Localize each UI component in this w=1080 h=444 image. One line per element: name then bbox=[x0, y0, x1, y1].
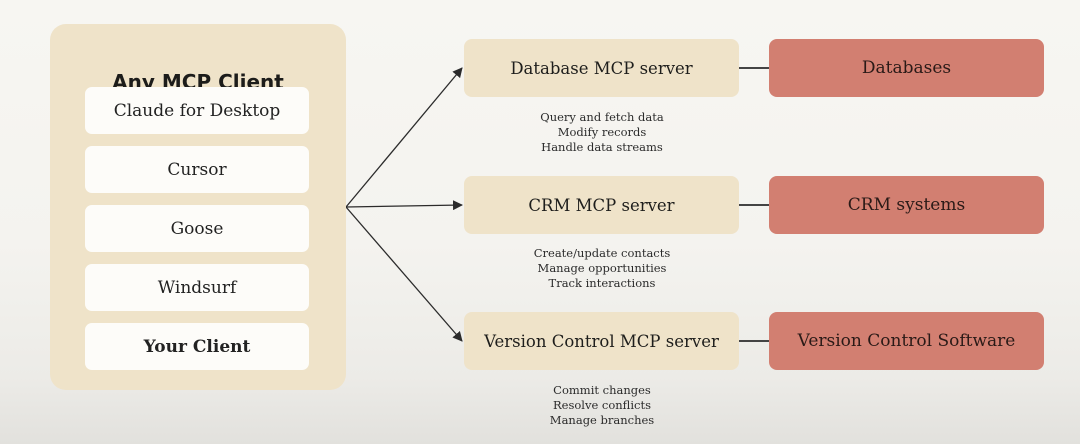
capability-text: Manage branches bbox=[549, 413, 655, 427]
capability-text: Handle data streams bbox=[541, 140, 663, 154]
any-mcp-client-panel: Any MCP Client Claude for Desktop Cursor… bbox=[50, 24, 346, 390]
version-control-software-box[interactable]: Version Control Software bbox=[769, 312, 1044, 370]
version-control-capabilities: Commit changes Resolve conflicts Manage … bbox=[502, 383, 702, 428]
capability-text: Query and fetch data bbox=[540, 110, 664, 124]
version-control-mcp-server-box[interactable]: Version Control MCP server bbox=[464, 312, 739, 370]
arrow-to-version-control-server bbox=[345, 206, 463, 342]
databases-box[interactable]: Databases bbox=[769, 39, 1044, 97]
crm-capabilities: Create/update contacts Manage opportunit… bbox=[502, 246, 702, 291]
capability-text: Modify records bbox=[557, 125, 647, 139]
crm-mcp-server-box[interactable]: CRM MCP server bbox=[464, 176, 739, 234]
client-item-windsurf[interactable]: Windsurf bbox=[85, 264, 309, 311]
capability-text: Commit changes bbox=[553, 383, 651, 397]
client-item-cursor[interactable]: Cursor bbox=[85, 146, 309, 193]
crm-connector-line bbox=[739, 204, 769, 206]
database-mcp-server-box[interactable]: Database MCP server bbox=[464, 39, 739, 97]
version-control-connector-line bbox=[739, 340, 769, 342]
capability-text: Create/update contacts bbox=[533, 246, 671, 260]
arrow-to-database-server bbox=[345, 67, 463, 208]
crm-systems-box[interactable]: CRM systems bbox=[769, 176, 1044, 234]
client-item-goose[interactable]: Goose bbox=[85, 205, 309, 252]
client-item-your-client[interactable]: Your Client bbox=[85, 323, 309, 370]
arrow-to-crm-server bbox=[345, 200, 463, 211]
capability-text: Resolve conflicts bbox=[552, 398, 651, 412]
database-connector-line bbox=[739, 67, 769, 69]
client-item-claude-for-desktop[interactable]: Claude for Desktop bbox=[85, 87, 309, 134]
capability-text: Track interactions bbox=[548, 276, 656, 290]
capability-text: Manage opportunities bbox=[537, 261, 667, 275]
database-capabilities: Query and fetch data Modify records Hand… bbox=[502, 110, 702, 155]
